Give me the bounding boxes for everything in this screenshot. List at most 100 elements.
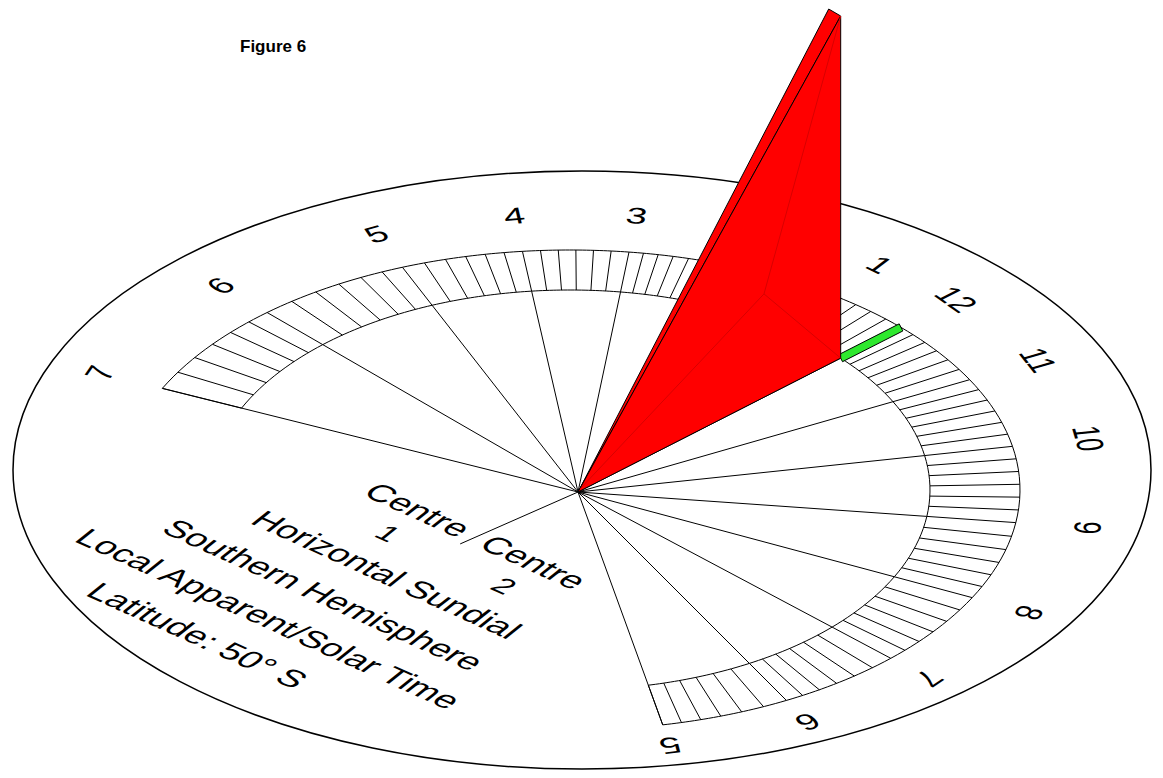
minute-tick xyxy=(195,358,267,383)
gnomon-shading xyxy=(580,16,841,489)
minute-tick xyxy=(930,484,1020,486)
minute-tick xyxy=(893,380,970,402)
gnomon-face xyxy=(578,16,841,492)
minute-tick xyxy=(924,527,1012,536)
minute-tick xyxy=(591,250,594,290)
gnomon-shade-line xyxy=(580,294,764,489)
minute-tick xyxy=(762,659,802,695)
hour-numeral-text: 3 xyxy=(624,204,650,228)
minute-tick xyxy=(645,255,658,295)
minute-tick xyxy=(749,663,786,700)
hour-line xyxy=(578,492,832,627)
hour-numeral: 8 xyxy=(1007,602,1050,623)
minute-tick xyxy=(914,548,999,562)
hour-numeral: 10 xyxy=(1066,424,1111,453)
hour-numeral: 11 xyxy=(1012,345,1063,376)
minute-tick xyxy=(885,369,959,393)
minute-tick xyxy=(919,538,1005,550)
minute-tick xyxy=(633,253,644,293)
minute-tick xyxy=(558,250,561,290)
hour-line xyxy=(323,345,578,492)
hour-numeral-text: 8 xyxy=(1007,602,1050,623)
dial-inscription-text: 2 xyxy=(485,574,523,598)
hour-numeral-text: 11 xyxy=(1012,345,1063,376)
minute-tick xyxy=(894,577,972,598)
minute-tick xyxy=(854,613,919,642)
centre-line xyxy=(460,492,578,544)
minute-tick xyxy=(929,471,1019,475)
hour-numeral: 7 xyxy=(78,363,121,383)
minute-tick xyxy=(818,635,873,668)
hour-numeral-text: 12 xyxy=(928,282,984,316)
minute-tick xyxy=(868,351,937,378)
minute-tick xyxy=(917,422,1002,436)
hour-numeral-text: 5 xyxy=(656,733,685,758)
gnomon-edge xyxy=(578,9,841,492)
hour-line xyxy=(578,492,749,663)
minute-tick xyxy=(267,313,323,345)
dial-inscription-text: 1 xyxy=(369,521,407,545)
hour-numeral: 6 xyxy=(200,273,242,298)
minute-tick xyxy=(804,642,855,676)
hour-numeral: 4 xyxy=(501,204,527,228)
chapter-ring-outer xyxy=(162,250,1020,725)
minute-tick xyxy=(927,459,1016,466)
hour-line xyxy=(432,305,578,492)
minute-tick xyxy=(921,434,1008,446)
gnomon-shade-line xyxy=(764,16,841,294)
hour-numeral-text: 4 xyxy=(501,204,527,228)
minute-tick xyxy=(713,674,742,712)
minute-tick xyxy=(466,257,485,296)
minute-tick xyxy=(664,683,682,722)
minute-tick xyxy=(731,669,764,707)
figure-title-text: Figure 6 xyxy=(240,38,306,55)
hour-line xyxy=(578,492,894,577)
minute-tick xyxy=(930,496,1020,497)
minute-ticks xyxy=(162,250,1020,725)
minute-tick xyxy=(908,558,991,575)
hour-numeral-text: 1 xyxy=(859,252,899,278)
hour-numeral-text: 6 xyxy=(789,709,827,735)
hour-numeral: 12 xyxy=(928,282,984,316)
hour-numeral: 5 xyxy=(656,733,685,758)
minute-tick xyxy=(912,411,995,427)
minute-tick xyxy=(865,605,933,632)
minute-tick xyxy=(575,250,576,290)
minute-tick xyxy=(249,322,308,353)
gnomon-shade-line xyxy=(764,294,841,358)
dial-inscription: 1 xyxy=(369,521,407,545)
hour-numeral-text: 6 xyxy=(200,273,242,298)
hour-line xyxy=(578,492,663,725)
minute-tick xyxy=(900,390,979,410)
minute-tick xyxy=(540,251,546,291)
minute-tick xyxy=(776,654,820,690)
minute-tick xyxy=(843,620,905,650)
minute-tick xyxy=(877,360,948,385)
minute-tick xyxy=(929,506,1019,510)
hour-numeral: 9 xyxy=(1067,520,1107,535)
noon-strip xyxy=(839,324,903,362)
hour-line xyxy=(162,388,578,492)
dial-inscription: 2 xyxy=(485,574,523,598)
minute-tick xyxy=(445,259,467,298)
minute-tick xyxy=(657,256,673,296)
minute-tick xyxy=(925,446,1013,455)
minute-tick xyxy=(621,252,629,292)
hour-numeral: 6 xyxy=(789,709,827,735)
hour-numeral-text: 7 xyxy=(78,363,121,383)
minute-tick xyxy=(522,251,531,291)
figure-title: Figure 6 xyxy=(240,38,306,55)
hour-numeral-text: 9 xyxy=(1067,520,1107,535)
minute-tick xyxy=(292,301,343,335)
hour-numeral-text: 7 xyxy=(907,666,949,691)
hour-numeral-text: 5 xyxy=(359,221,394,247)
minute-tick xyxy=(832,627,891,658)
minute-tick xyxy=(927,516,1016,522)
hour-numeral: 1 xyxy=(859,252,899,278)
minute-tick xyxy=(424,263,450,301)
minute-tick xyxy=(696,677,721,716)
hour-numeral-text: 10 xyxy=(1066,424,1111,453)
